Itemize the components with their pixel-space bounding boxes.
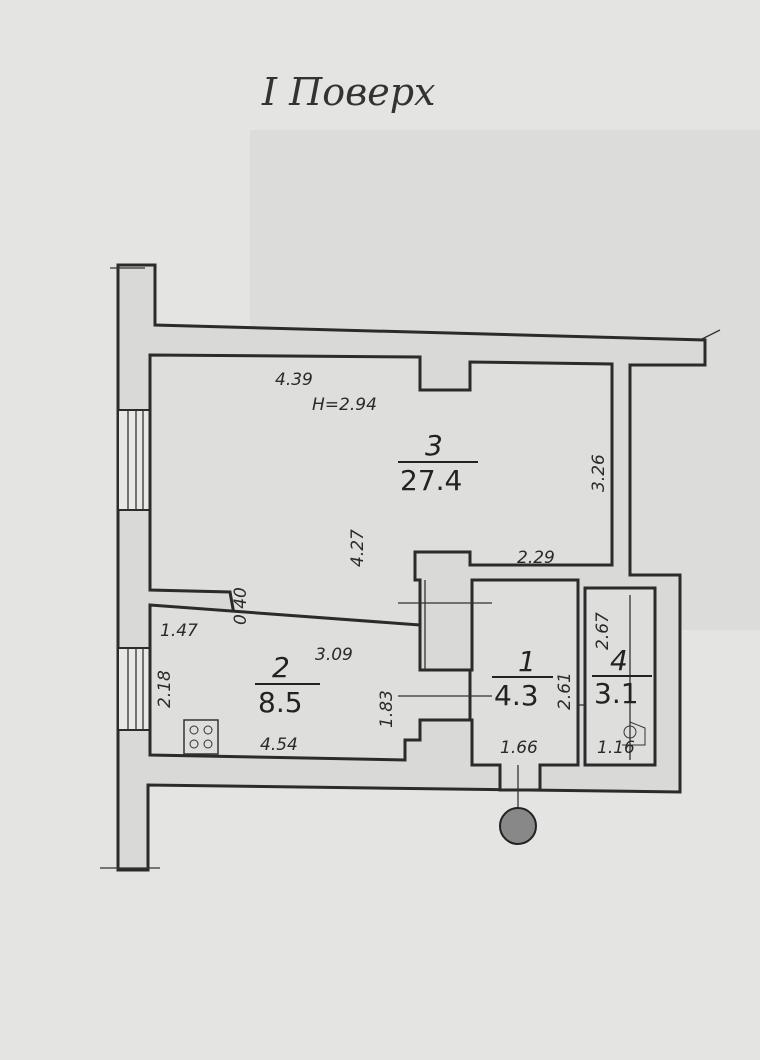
stove-icon [183, 719, 219, 755]
room-3-number: 3 [425, 429, 443, 462]
room-4-number: 4 [610, 644, 628, 677]
toilet-icon [622, 721, 646, 746]
dim-r3-right: 3.26 [589, 454, 609, 492]
dim-r3-middle: 4.27 [348, 529, 368, 567]
dim-r4-left: 2.67 [593, 612, 613, 650]
floor-title: I Поверх [261, 70, 435, 114]
dim-r2-bottom: 4.54 [260, 735, 298, 755]
window-bottom [117, 647, 151, 731]
dim-r2-top-left: 1.47 [160, 621, 198, 641]
room-1-number: 1 [518, 645, 536, 678]
dim-r3-bottom-right: 2.29 [517, 548, 555, 568]
room-4-area: 3.1 [594, 677, 639, 710]
window-top [117, 409, 151, 511]
dim-r4-bottom: 1.16 [597, 738, 635, 758]
room-2 [148, 603, 472, 762]
dim-r3-top: 4.39 [275, 370, 313, 390]
room-3-area: 27.4 [400, 464, 462, 497]
room-2-number: 2 [272, 651, 290, 684]
room-1 [468, 578, 580, 792]
dim-r2-left: 2.18 [155, 670, 175, 708]
dim-r3-wall: 0.40 [231, 587, 251, 625]
room-2-area: 8.5 [258, 686, 303, 719]
height-label: H=2.94 [312, 395, 377, 415]
room-1-area: 4.3 [494, 679, 539, 712]
dim-r2-top: 3.09 [315, 645, 353, 665]
dim-r1-right: 2.61 [555, 672, 575, 710]
dim-r2-right: 1.83 [377, 690, 397, 728]
dim-r1-bottom: 1.66 [500, 738, 538, 758]
entrance-marker-icon [499, 807, 537, 845]
